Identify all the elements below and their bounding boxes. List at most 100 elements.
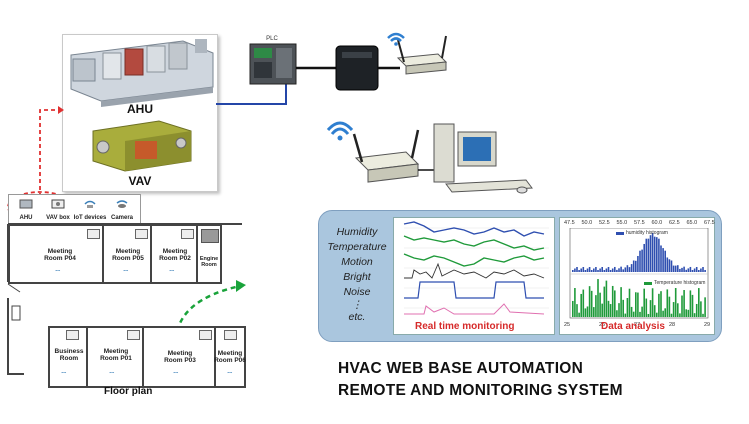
plc-label: PLC — [266, 36, 278, 42]
room-p01[interactable]: Meeting Room P01 ⌔ — [86, 326, 146, 388]
humidity-bar — [666, 257, 669, 272]
business-room[interactable]: Business Room ⌔ — [48, 326, 90, 388]
vav-box-icon — [135, 229, 148, 239]
humidity-bar — [601, 266, 603, 272]
humidity-bar — [593, 268, 595, 272]
temperature-bar — [576, 304, 578, 317]
router-device — [352, 129, 420, 183]
sensor-item: Humidity — [336, 226, 378, 238]
humidity-bar — [639, 250, 641, 272]
humidity-bar — [618, 268, 620, 272]
humidity-bar — [599, 268, 601, 272]
analysis-caption: Data analysis — [601, 321, 665, 332]
temperature-bar — [609, 304, 612, 317]
equipment-panel: AHU VAV — [62, 34, 218, 192]
tick-label: 25 — [564, 322, 571, 328]
room-label: Meeting Room P05 — [112, 248, 144, 263]
temperature-bar — [630, 306, 633, 317]
temperature-bar — [672, 302, 675, 317]
vav-box-icon — [181, 229, 194, 239]
temperature-bars — [572, 279, 706, 317]
ahu-unit-image — [70, 39, 214, 107]
humidity-bar — [653, 236, 656, 272]
router-device — [396, 35, 448, 75]
room-label: Engine Room — [199, 256, 219, 269]
humidity-bar — [628, 267, 631, 272]
legend-item-vav: VAV box — [43, 196, 73, 222]
temperature-bar — [664, 308, 666, 317]
humidity-bar — [679, 268, 681, 272]
iot-device-icon: ⌔ — [172, 370, 180, 379]
humidity-bar — [603, 269, 606, 272]
pc-icon — [433, 123, 533, 194]
temperature-bar — [582, 289, 585, 317]
room-p04[interactable]: Meeting Room P04 ⌔ — [8, 224, 106, 284]
temperature-bar — [599, 292, 601, 317]
humidity-bars — [572, 233, 706, 272]
humidity-bar — [662, 248, 664, 272]
humidity-bar — [641, 249, 643, 272]
line-series-3 — [403, 253, 545, 267]
engine-room[interactable]: Engine Room — [196, 224, 222, 284]
humidity-bar — [607, 266, 610, 272]
humidity-bar — [582, 267, 585, 272]
humidity-bar — [626, 265, 629, 272]
ahu-icon — [19, 199, 33, 209]
temperature-bar — [572, 300, 574, 317]
temperature-bar — [618, 303, 620, 317]
humidity-bar — [649, 235, 652, 272]
humidity-bar — [668, 259, 671, 272]
temperature-bar — [620, 287, 622, 317]
room-label: Business Room — [54, 348, 84, 363]
humidity-bar — [664, 250, 666, 272]
temperature-bar — [679, 313, 681, 317]
room-p06[interactable]: Meeting Room P06 ⌔ — [214, 326, 246, 388]
vav-box-icon — [199, 330, 212, 340]
temperature-bar — [683, 290, 685, 317]
temperature-bar — [597, 279, 599, 317]
humidity-bar — [614, 266, 616, 272]
room-p03[interactable]: Meeting Room P03 ⌔ — [142, 326, 218, 388]
tick-label: 52.5 — [599, 220, 610, 226]
temperature-bar — [658, 293, 660, 317]
humidity-bar — [630, 264, 633, 272]
temperature-bar — [656, 312, 658, 317]
temperature-bar — [616, 310, 618, 317]
tick-label: 27 — [634, 322, 641, 328]
tick-label: 60.0 — [651, 220, 663, 226]
humidity-bar — [595, 267, 597, 272]
room-p02[interactable]: Meeting Room P02 ⌔ — [150, 224, 200, 284]
legend-label: IoT devices — [73, 215, 107, 221]
camera-icon — [116, 200, 128, 208]
room-p05[interactable]: Meeting Room P05 ⌔ — [102, 224, 154, 284]
humidity-bar — [584, 270, 587, 272]
humidity-bar — [658, 238, 660, 272]
tick-label: 28 — [669, 322, 676, 328]
temperature-bar — [670, 313, 673, 317]
iot-device-icon: ⌔ — [60, 370, 68, 379]
temperature-bar — [637, 292, 639, 317]
tick-label: 57.5 — [634, 220, 645, 226]
temperature-bar — [662, 310, 664, 317]
temperature-bar — [704, 297, 706, 317]
room-label: Meeting Room P06 — [214, 350, 246, 365]
humidity-bar — [620, 266, 622, 272]
line-series-6 — [404, 303, 545, 315]
vav-label: VAV — [129, 174, 152, 188]
equipment-illustration: AHU VAV — [70, 39, 214, 188]
temperature-bar — [687, 309, 690, 317]
sensor-item: ⋮ — [351, 299, 363, 311]
floor-plan-caption: Floor plan — [104, 386, 153, 397]
temperature-bar — [700, 301, 702, 317]
room-label: Meeting Room P01 — [100, 348, 132, 363]
sensor-item: etc. — [348, 311, 366, 323]
title-line-1: HVAC WEB BASE AUTOMATION — [338, 360, 584, 377]
legend-humidity: humidity histogram — [626, 230, 668, 236]
vav-unit-image — [92, 120, 192, 172]
sensor-item: Bright — [343, 271, 371, 283]
humidity-bar — [700, 268, 702, 272]
humidity-bar — [656, 237, 658, 272]
iot-device-icon: ⌔ — [54, 268, 62, 277]
